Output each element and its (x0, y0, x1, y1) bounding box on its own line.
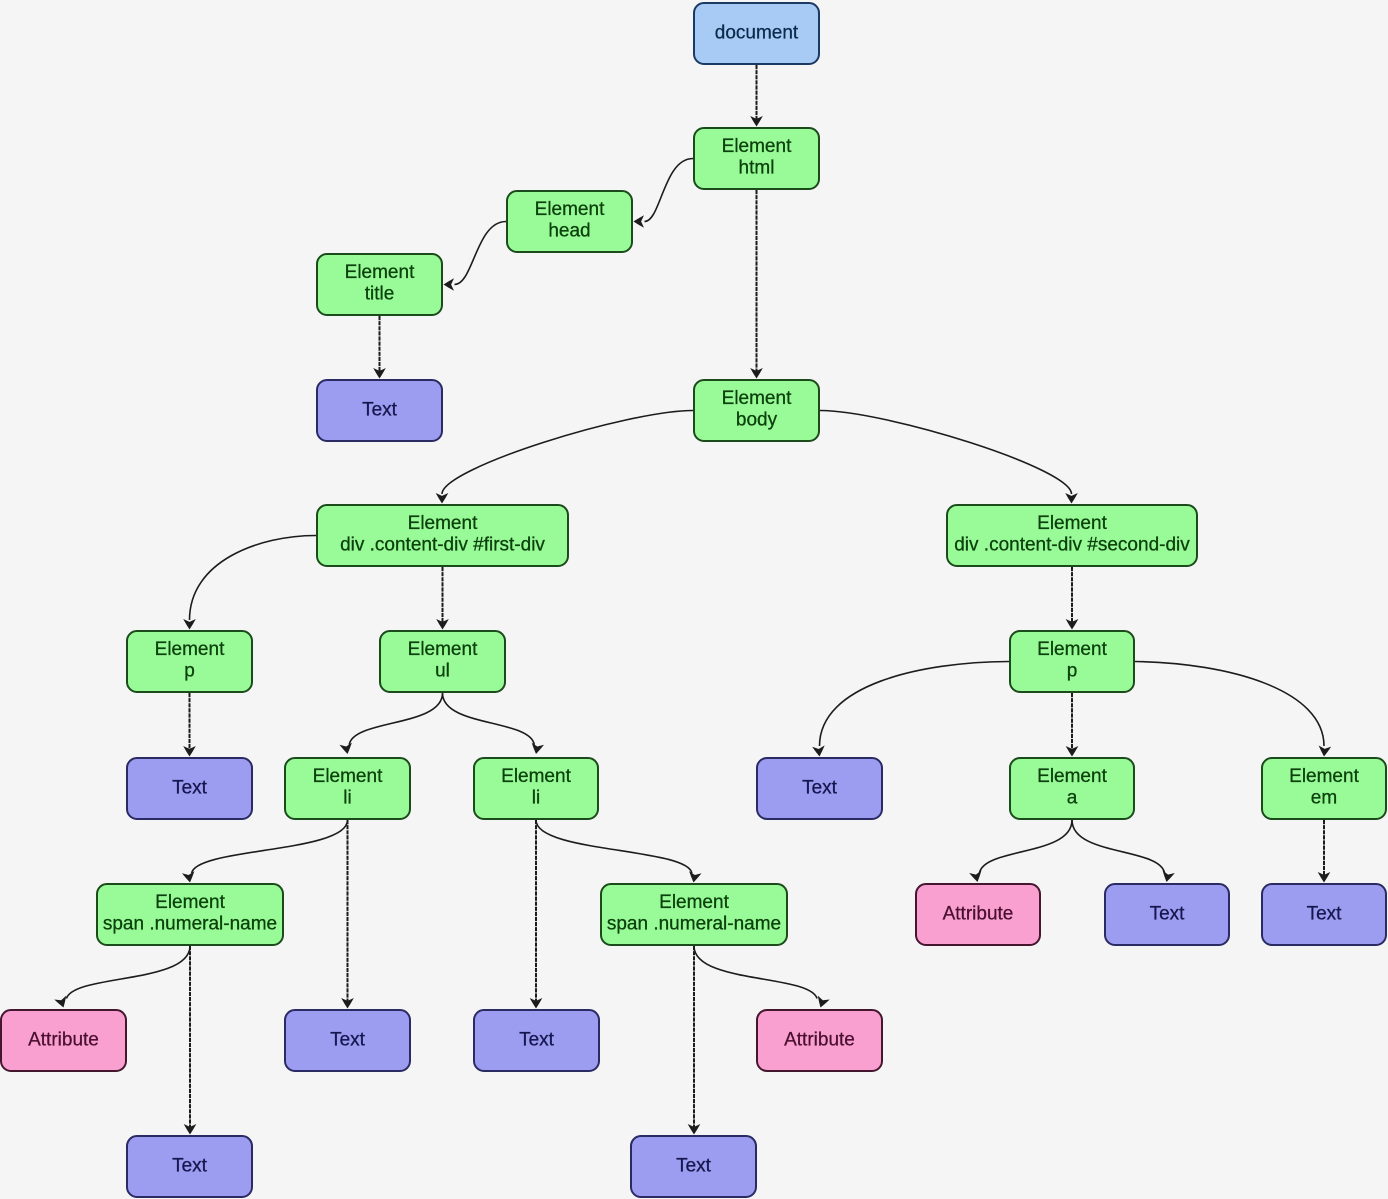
svg-text:Attribute: Attribute (943, 903, 1014, 924)
svg-text:Text: Text (1150, 903, 1186, 924)
svg-text:Attribute: Attribute (28, 1029, 99, 1050)
svg-text:Text: Text (362, 399, 398, 420)
svg-text:Element: Element (155, 639, 225, 660)
svg-text:document: document (715, 22, 799, 43)
svg-text:Text: Text (676, 1155, 712, 1176)
svg-text:head: head (548, 221, 590, 242)
svg-text:Element: Element (408, 513, 478, 534)
svg-text:Text: Text (172, 1155, 208, 1176)
svg-text:Element: Element (659, 892, 729, 913)
svg-text:Text: Text (519, 1029, 555, 1050)
svg-text:em: em (1311, 788, 1337, 809)
svg-text:Element: Element (535, 199, 605, 220)
svg-text:Element: Element (722, 136, 792, 157)
svg-text:div .content-div #second-div: div .content-div #second-div (954, 535, 1190, 556)
svg-text:a: a (1067, 788, 1078, 809)
svg-text:p: p (1067, 661, 1078, 682)
svg-text:Attribute: Attribute (784, 1029, 855, 1050)
svg-text:title: title (365, 284, 395, 305)
svg-text:body: body (736, 410, 778, 431)
svg-text:Text: Text (802, 777, 838, 798)
svg-text:Element: Element (722, 388, 792, 409)
svg-text:div .content-div #first-div: div .content-div #first-div (340, 535, 545, 556)
svg-text:li: li (343, 788, 351, 809)
svg-text:Element: Element (1037, 639, 1107, 660)
svg-text:Element: Element (1289, 766, 1359, 787)
svg-text:Element: Element (1037, 766, 1107, 787)
svg-text:Element: Element (313, 766, 383, 787)
svg-text:Text: Text (1307, 903, 1343, 924)
svg-text:Text: Text (172, 777, 208, 798)
svg-text:Element: Element (501, 766, 571, 787)
svg-text:html: html (739, 158, 775, 179)
svg-text:Element: Element (1037, 513, 1107, 534)
svg-text:Element: Element (155, 892, 225, 913)
svg-text:Text: Text (330, 1029, 366, 1050)
svg-text:li: li (532, 788, 540, 809)
svg-text:span .numeral-name: span .numeral-name (103, 914, 277, 935)
svg-text:p: p (184, 661, 195, 682)
svg-text:span .numeral-name: span .numeral-name (607, 914, 781, 935)
svg-text:Element: Element (408, 639, 478, 660)
svg-text:ul: ul (435, 661, 450, 682)
svg-text:Element: Element (345, 262, 415, 283)
